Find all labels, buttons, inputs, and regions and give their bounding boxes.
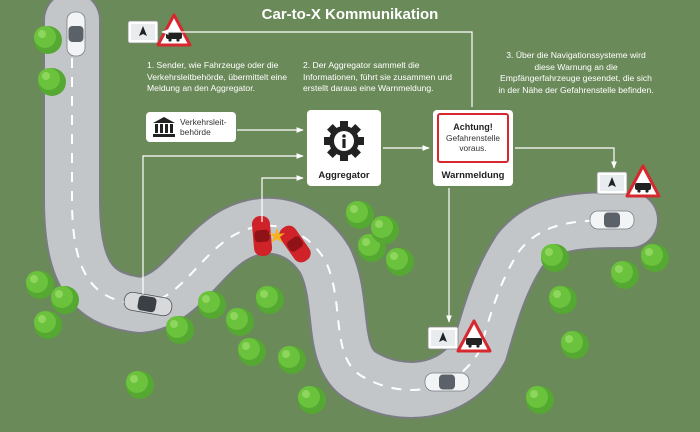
warning-message-frame: Achtung! Gefahrenstelle voraus. — [437, 113, 509, 163]
warning-text: Gefahrenstelle voraus. — [446, 133, 500, 153]
arrow-warning-to-top-sign — [161, 29, 473, 107]
car-receiver-right — [589, 210, 635, 230]
aggregator-box: Aggregator — [307, 110, 381, 186]
authority-box: Verkehrsleit-behörde — [146, 112, 236, 142]
collision-spark-icon — [269, 228, 285, 243]
authority-label: Verkehrsleit-behörde — [180, 117, 227, 137]
warning-headline: Achtung! — [453, 122, 493, 132]
arrow-crash-to-aggregator — [261, 175, 304, 222]
arrow-warning-to-right-sign — [515, 147, 617, 169]
aggregator-label: Aggregator — [318, 170, 370, 181]
step-1-text: 1. Sender, wie Fahrzeuge oder die Verkeh… — [147, 60, 287, 93]
step-2-text: 2. Der Aggregator sammelt die Informatio… — [303, 60, 453, 93]
arrow-car-to-aggregator — [142, 153, 304, 294]
lane-marking — [71, 20, 631, 391]
warning-sign-right — [595, 164, 661, 198]
diagram-title: Car-to-X Kommunikation — [261, 6, 439, 23]
warning-label: Warnmeldung — [441, 170, 505, 181]
warning-box: Achtung! Gefahrenstelle voraus. Warnmeld… — [433, 110, 513, 186]
gear-info-icon — [324, 121, 364, 161]
car-receiver-middle — [424, 372, 470, 392]
step-3-text: 3. Über die Navigationssysteme wird dies… — [498, 50, 654, 95]
government-building-icon — [153, 117, 175, 137]
